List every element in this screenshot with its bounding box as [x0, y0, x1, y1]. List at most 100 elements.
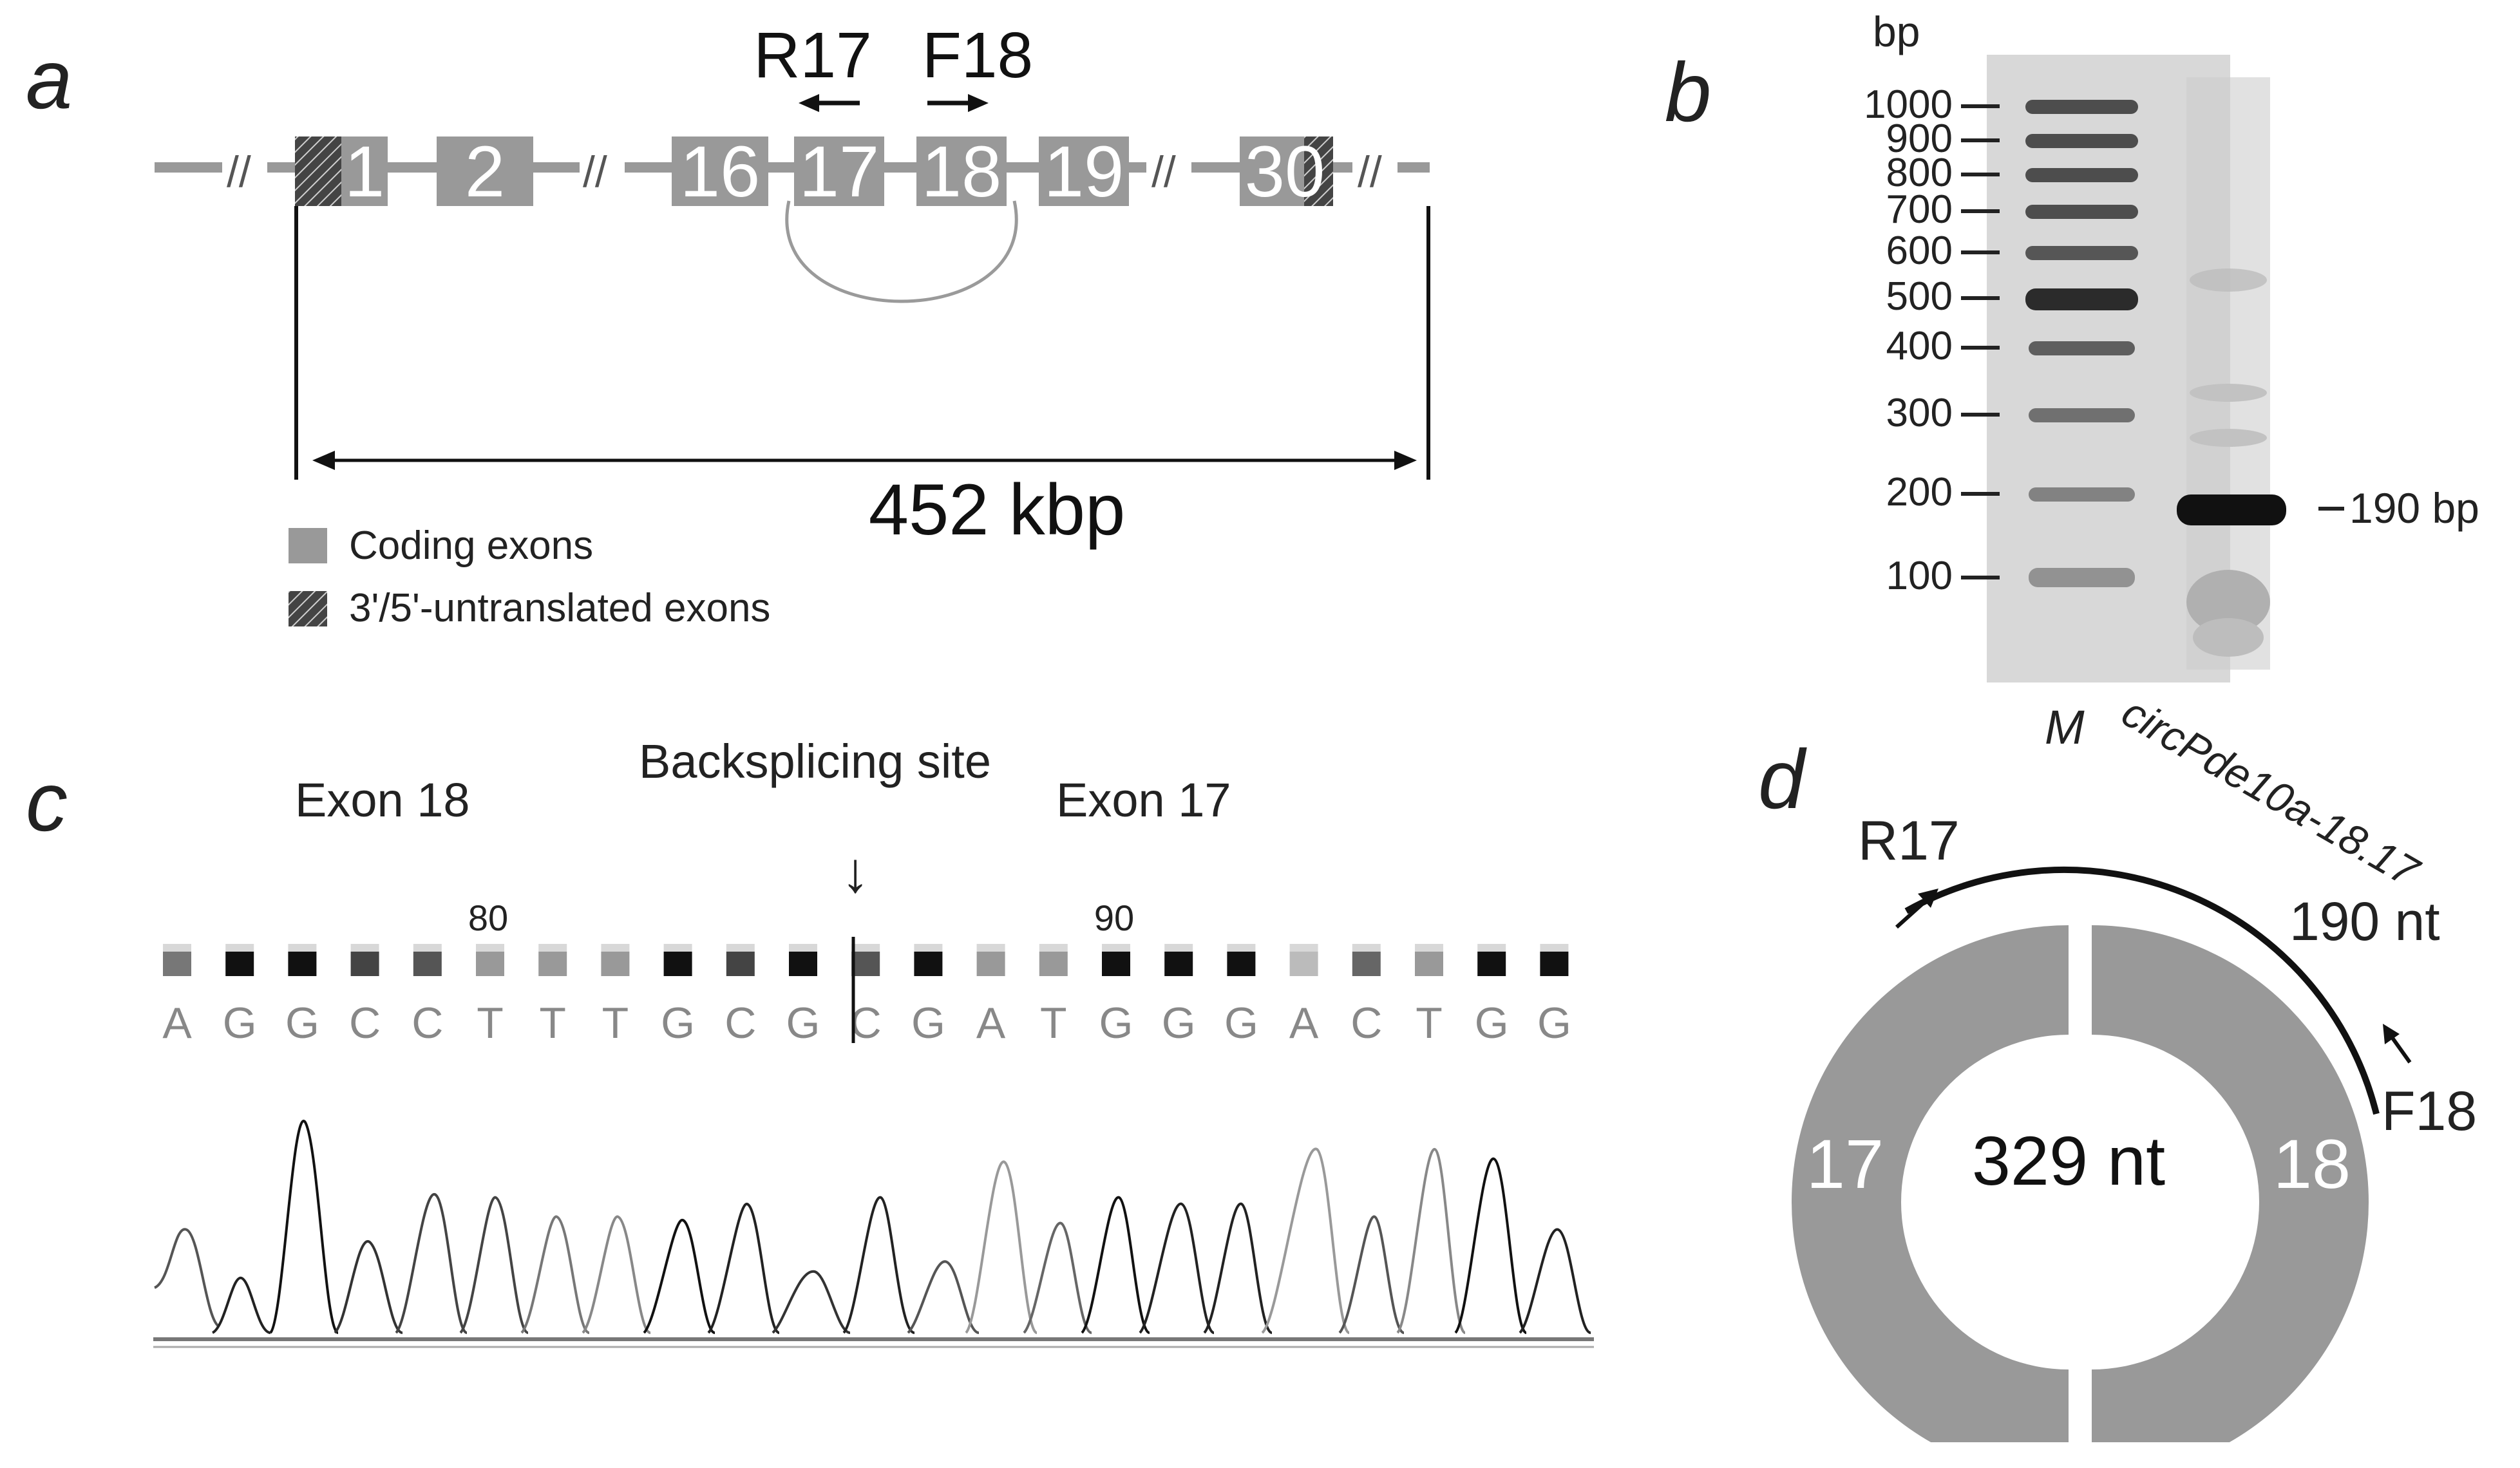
base-call-letter: G	[661, 999, 695, 1048]
primer-f18-arrow	[2383, 1024, 2412, 1064]
ladder-label-400: 400	[1886, 324, 1953, 368]
quality-square-cap	[663, 944, 692, 952]
exon-label-17: 17	[799, 131, 880, 212]
ring-exon-17	[1792, 925, 2069, 1468]
exon-label-2: 2	[465, 131, 505, 212]
exon-19	[1039, 136, 1129, 206]
quality-square	[1415, 952, 1443, 976]
base-call-letter: C	[412, 999, 443, 1048]
gel-unit-label: bp	[1873, 8, 1920, 55]
ladder-label-300: 300	[1886, 391, 1953, 435]
ladder-band-900	[2025, 134, 2138, 148]
quality-square	[1227, 952, 1256, 976]
span-arrow	[312, 451, 1417, 470]
ladder-label-600: 600	[1886, 229, 1953, 273]
ladder-band-1000	[2025, 100, 2138, 114]
quality-square	[1039, 952, 1068, 976]
ladder-scale: 1000 900 800 700 600 500 400 300 200 100	[1864, 82, 1953, 598]
quality-square-cap	[601, 944, 630, 952]
quality-square-cap	[538, 944, 567, 952]
panel-c-letter: c	[26, 755, 68, 849]
quality-square-cap	[288, 944, 317, 952]
ladder-band-500	[2025, 288, 2138, 310]
span-label: 452 kbp	[869, 469, 1126, 550]
base-call-letter: G	[1537, 999, 1571, 1048]
legend-coding-label: Coding exons	[349, 523, 593, 568]
base-call-letter: T	[1040, 999, 1067, 1048]
legend-coding-swatch	[289, 528, 327, 563]
primer-r17-label: R17	[1858, 810, 1960, 872]
primer-f18-label: F18	[2382, 1080, 2477, 1142]
panel-b: b bp 1000 900 800 700 600 500 400 300 20…	[1665, 8, 2479, 896]
ring-label-17: 17	[1806, 1125, 1884, 1203]
exon-label-16: 16	[680, 131, 761, 212]
circle-length-label: 329 nt	[1972, 1122, 2165, 1200]
exon-1	[341, 136, 388, 206]
base-call-letter: A	[162, 999, 192, 1048]
quality-square-cap	[1540, 944, 1569, 952]
quality-square	[663, 952, 692, 976]
base-call-letter: G	[1162, 999, 1196, 1048]
quality-square	[976, 952, 1005, 976]
down-arrow-icon: ↓	[841, 840, 869, 904]
quality-square	[1164, 952, 1193, 976]
ladder-band-200	[2029, 487, 2135, 502]
exon-label-18: 18	[922, 131, 1002, 212]
base-call-letter: C	[725, 999, 756, 1048]
exon-label-30: 30	[1245, 131, 1325, 212]
quality-squares	[163, 944, 1569, 976]
ring-label-18: 18	[2273, 1125, 2351, 1203]
quality-square-cap	[1352, 944, 1381, 952]
exon-18	[916, 136, 1007, 206]
panel-d-letter: d	[1758, 732, 1807, 826]
exon-30	[1240, 136, 1304, 206]
quality-square-cap	[851, 944, 880, 952]
backsplice-arc	[785, 200, 1018, 303]
quality-square	[538, 952, 567, 976]
ladder-band-300	[2029, 408, 2135, 422]
quality-square	[789, 952, 817, 976]
quality-square	[350, 952, 379, 976]
ring-exon-18	[2092, 925, 2369, 1468]
quality-square-cap	[476, 944, 504, 952]
quality-square	[1540, 952, 1569, 976]
utr-exon-1	[295, 136, 341, 206]
panel-c: c Exon 18 Backsplicing site Exon 17 ↓ 80…	[26, 735, 1594, 1348]
panel-d: d 17 18 329 nt 190 nt R17 F18	[1739, 732, 2477, 1468]
exon-label-19: 19	[1044, 131, 1124, 212]
amplicon-arc	[1904, 866, 2380, 1115]
quality-square-cap	[1039, 944, 1068, 952]
ladder-label-200: 200	[1886, 470, 1953, 514]
base-call-letter: G	[1224, 999, 1258, 1048]
backsplicing-site-label: Backsplicing site	[639, 735, 991, 788]
product-band	[2177, 494, 2286, 525]
ladder-label-700: 700	[1886, 187, 1953, 232]
quality-square	[225, 952, 254, 976]
legend-utr-swatch	[289, 591, 327, 626]
exon-17-label: Exon 17	[1056, 773, 1231, 827]
quality-square	[1102, 952, 1130, 976]
exon-16	[672, 136, 768, 206]
ladder-band-700	[2025, 205, 2138, 219]
quality-square-cap	[1102, 944, 1130, 952]
primer-r17-arrow	[799, 94, 860, 112]
lane-label-marker: M	[2045, 701, 2085, 754]
quality-square-cap	[914, 944, 943, 952]
quality-square-cap	[350, 944, 379, 952]
primer-r17-arrow	[1895, 889, 1938, 929]
lane-label-sample: circPde10a-18.17	[2114, 688, 2428, 896]
ladder-label-800: 800	[1886, 151, 1953, 195]
base-call-letter: G	[786, 999, 820, 1048]
quality-square	[1289, 952, 1318, 976]
quality-square	[163, 952, 191, 976]
quality-square-cap	[976, 944, 1005, 952]
base-call-letter: T	[477, 999, 504, 1048]
base-call-letter: A	[1289, 999, 1319, 1048]
ladder-band-100	[2029, 568, 2135, 587]
break-mark: //	[227, 147, 251, 196]
panel-b-letter: b	[1665, 45, 1711, 139]
utr-exon-30	[1304, 136, 1333, 206]
quality-square-cap	[1289, 944, 1318, 952]
